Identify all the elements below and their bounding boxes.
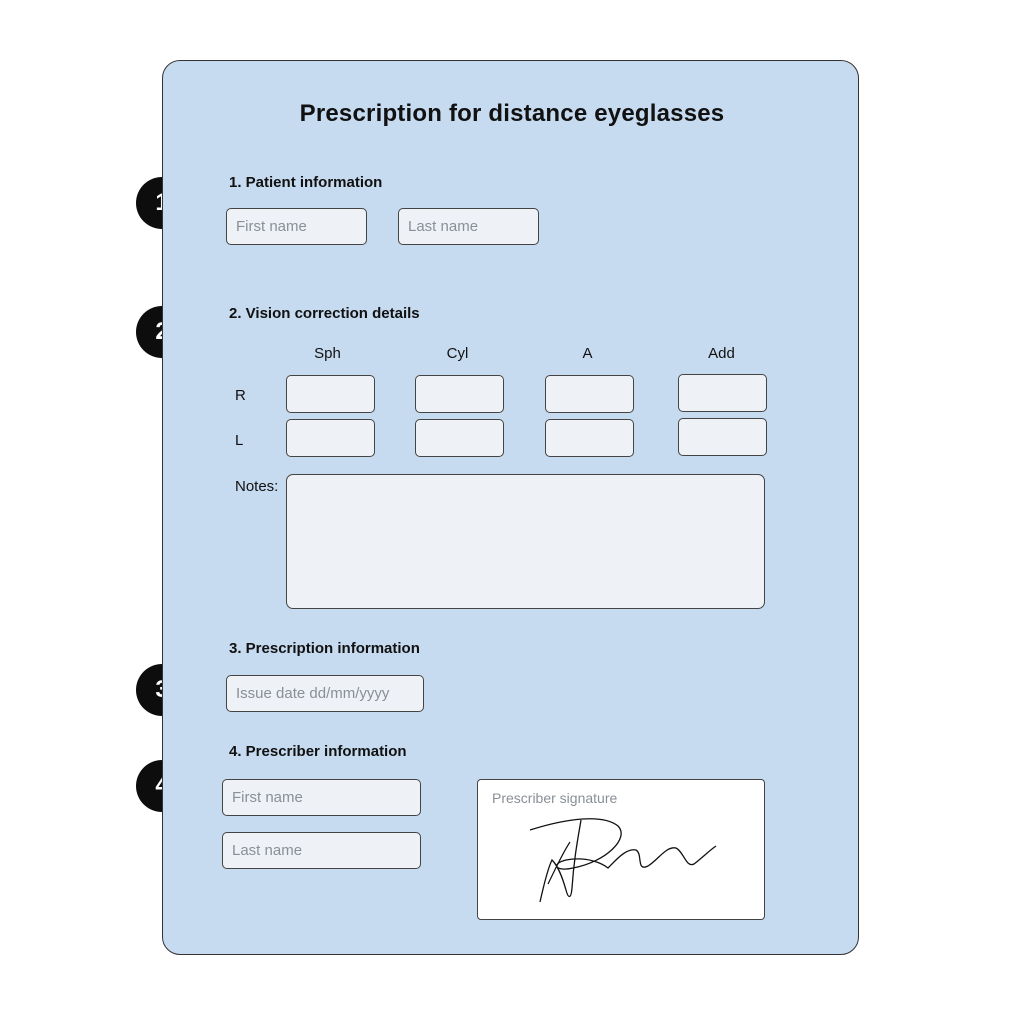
left-sph-input[interactable] [286,419,375,457]
patient-first-name-input[interactable] [226,208,367,245]
right-add-input[interactable] [678,374,767,412]
signature-label: Prescriber signature [492,790,618,806]
issue-date-input[interactable] [226,675,424,712]
signature-drawing [529,818,717,903]
prescriber-first-name-input[interactable] [222,779,421,816]
column-label-cyl: Cyl [446,345,469,362]
left-add-input[interactable] [678,418,767,456]
signature-field[interactable]: Prescriber signature [477,779,765,920]
row-label-left: L [235,432,244,449]
vision-details-heading: 2. Vision correction details [229,305,420,322]
prescriber-last-name-input[interactable] [222,832,421,869]
notes-label: Notes: [235,478,279,495]
right-cyl-input[interactable] [415,375,504,413]
left-cyl-input[interactable] [415,419,504,457]
right-sph-input[interactable] [286,375,375,413]
row-label-right: R [235,387,246,404]
column-label-sph: Sph [314,345,341,362]
prescription-info-heading: 3. Prescription information [229,640,420,657]
right-axis-input[interactable] [545,375,634,413]
patient-info-heading: 1. Patient information [229,174,383,191]
column-label-add: Add [708,345,735,362]
prescriber-info-heading: 4. Prescriber information [229,743,407,760]
left-axis-input[interactable] [545,419,634,457]
column-label-axis: A [582,345,593,362]
patient-last-name-input[interactable] [398,208,539,245]
notes-textarea[interactable] [286,474,765,609]
form-title: Prescription for distance eyeglasses [299,100,725,127]
